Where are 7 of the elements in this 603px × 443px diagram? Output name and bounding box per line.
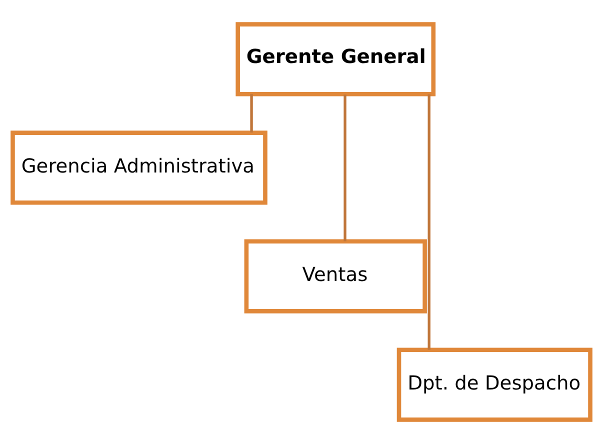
connector — [344, 94, 346, 241]
node-box: Ventas — [244, 238, 427, 313]
connector — [428, 94, 430, 350]
node-box: Dpt. de Despacho — [396, 347, 592, 422]
connector — [250, 94, 253, 132]
node-box: Gerencia Administrativa — [10, 130, 268, 204]
node-box: Gerente General — [236, 22, 436, 96]
